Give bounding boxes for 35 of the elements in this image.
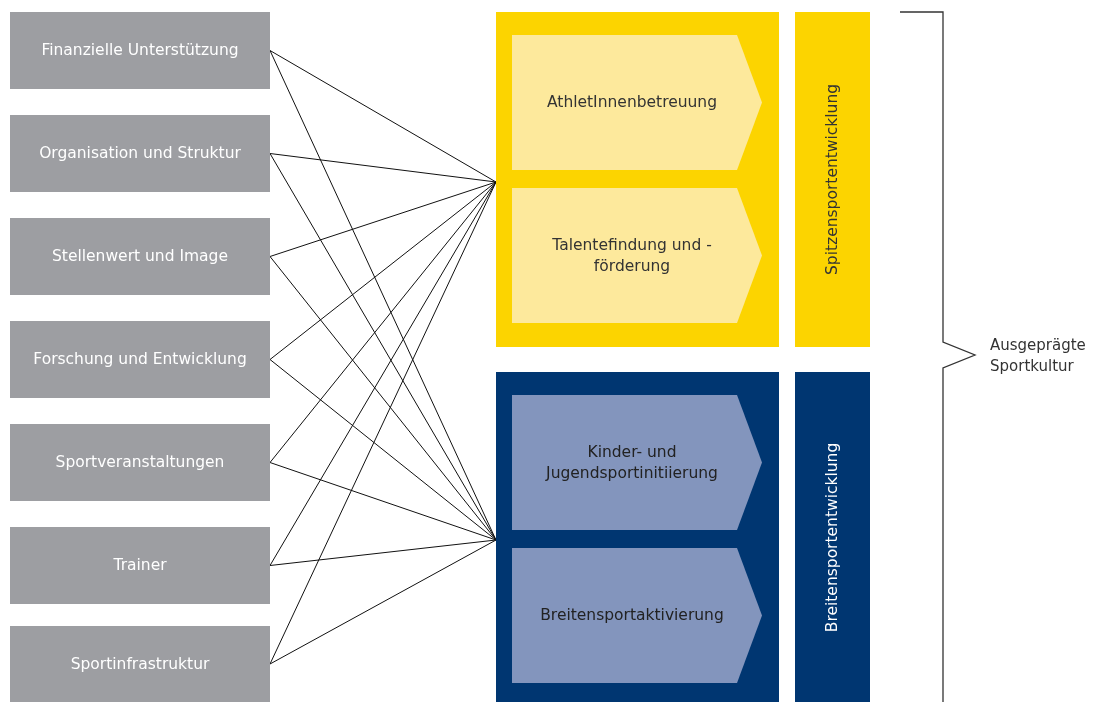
band-label: Breitensportentwicklung (822, 442, 843, 632)
factor-label: Sportinfrastruktur (69, 653, 211, 675)
band (795, 372, 870, 702)
summary-label: Ausgeprägte Sportkultur (990, 335, 1087, 377)
factor-label: Forschung und Entwicklung (32, 349, 248, 370)
factor-box (10, 626, 270, 702)
factor-box (10, 218, 270, 295)
factor-box (10, 424, 270, 501)
factor-box (10, 321, 270, 398)
connector-line (269, 181, 497, 360)
connector-line (269, 539, 497, 665)
connector-line (269, 256, 497, 541)
connector-line (269, 181, 497, 257)
factor-label: Stellenwert und Image (51, 246, 229, 267)
factor-label: Sportveranstaltungen (54, 452, 226, 473)
connector-line (269, 359, 497, 541)
connector-line (269, 181, 497, 463)
connector-line (269, 539, 497, 566)
step-label: Talentefindung und -förderung (551, 234, 713, 277)
panel (496, 372, 779, 702)
step-label: Kinder- und Jugendsportinitiierung (544, 441, 719, 484)
factor-label: Trainer (112, 555, 168, 576)
band (795, 12, 870, 347)
connector-line (269, 462, 497, 541)
band-label: Spitzensportentwicklung (822, 83, 843, 276)
factor-box (10, 527, 270, 604)
panel (496, 12, 779, 347)
factor-label: Finanzielle Unterstützung (40, 40, 240, 61)
connector-line (269, 153, 497, 183)
factor-label: Organisation und Struktur (38, 143, 242, 164)
connector-line (269, 50, 497, 183)
factor-box (10, 115, 270, 192)
step-label: AthletInnenbetreuung (545, 92, 719, 113)
factor-box (10, 12, 270, 89)
step-label: Breitensportaktivierung (539, 605, 725, 626)
